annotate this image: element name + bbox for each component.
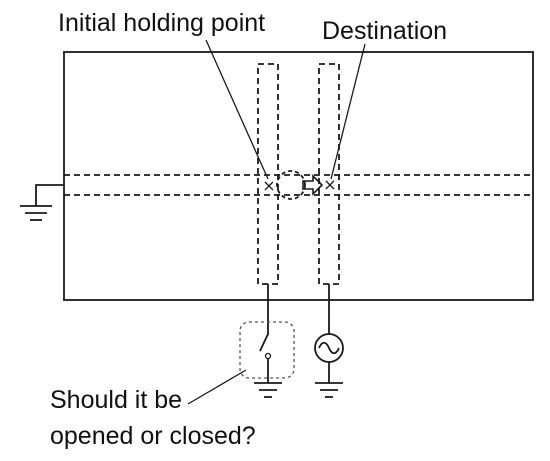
initial-holding-point-label: Initial holding point <box>58 9 266 37</box>
switch-enclosure <box>239 321 295 379</box>
substrate-rectangle <box>63 51 534 301</box>
question-label-line-2: opened or closed? <box>50 422 256 450</box>
initial-holding-point-marker: × <box>262 176 275 195</box>
open-switch-icon <box>259 333 272 383</box>
left-electrode <box>257 63 279 285</box>
destination-label: Destination <box>322 17 448 45</box>
hollow-right-arrow-icon <box>302 174 324 196</box>
destination-marker: × <box>323 175 336 194</box>
substrate-ground-icon <box>20 184 64 221</box>
ac-source-ground-icon <box>315 382 343 398</box>
initial-holding-point-leader <box>205 39 269 180</box>
question-label-line-1: Should it be <box>50 386 183 414</box>
ac-voltage-source-icon <box>314 333 344 383</box>
destination-leader <box>330 43 366 180</box>
question-leader <box>187 369 247 405</box>
droplet-circle <box>276 170 306 200</box>
switch-ground-icon <box>254 382 282 398</box>
right-electrode <box>318 63 340 285</box>
